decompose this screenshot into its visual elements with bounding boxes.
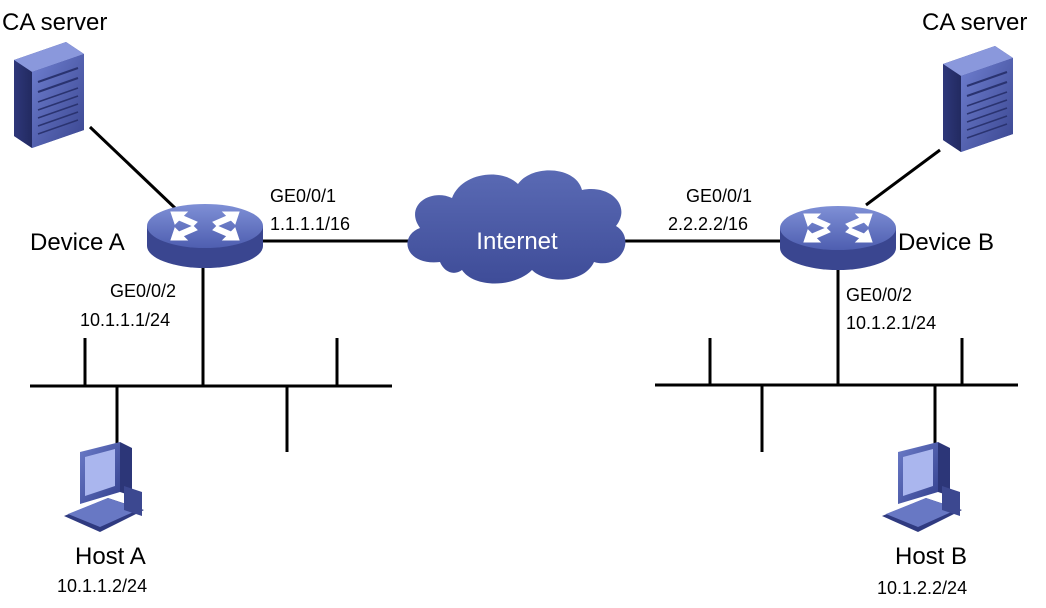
- host-a-ip: 10.1.1.2/24: [57, 576, 147, 596]
- cloud-icon: [407, 170, 626, 284]
- host-a: Host A 10.1.1.2/24: [57, 442, 147, 596]
- host-b: Host B 10.1.2.2/24: [877, 442, 967, 598]
- link-ca-server-right-to-device-b: [865, 148, 941, 207]
- host-a-label: Host A: [75, 543, 146, 570]
- device-b: Device B GE0/0/1 2.2.2.2/16 GE0/0/2 10.1…: [668, 186, 994, 333]
- desktop-computer-icon: [882, 442, 962, 532]
- host-b-label: Host B: [895, 543, 967, 570]
- lan-a-bus: [30, 258, 392, 452]
- device-a: Device A GE0/0/1 1.1.1.1/16 GE0/0/2 10.1…: [30, 186, 350, 330]
- device-b-ge1-ip: 2.2.2.2/16: [668, 214, 748, 234]
- device-b-ge2-ip: 10.1.2.1/24: [846, 313, 936, 333]
- ca-server-left: CA server: [2, 9, 107, 149]
- internet-label: Internet: [476, 228, 558, 255]
- device-b-ge2-port: GE0/0/2: [846, 285, 912, 305]
- device-a-ge1-port: GE0/0/1: [270, 186, 336, 206]
- ca-server-left-label: CA server: [2, 9, 107, 36]
- switch-router-icon: [779, 205, 897, 271]
- device-a-ge2-ip: 10.1.1.1/24: [80, 310, 170, 330]
- device-a-ge2-port: GE0/0/2: [110, 281, 176, 301]
- desktop-computer-icon: [64, 442, 144, 532]
- link-ca-server-left-to-device-a: [88, 125, 177, 210]
- internet-cloud: Internet: [407, 170, 626, 284]
- host-b-ip: 10.1.2.2/24: [877, 578, 967, 598]
- device-a-label: Device A: [30, 229, 125, 256]
- device-b-label: Device B: [898, 229, 994, 256]
- device-b-ge1-port: GE0/0/1: [686, 186, 752, 206]
- ca-server-right-label: CA server: [922, 9, 1027, 36]
- lan-b-bus: [655, 262, 1018, 452]
- device-a-ge1-ip: 1.1.1.1/16: [270, 214, 350, 234]
- switch-router-icon: [146, 203, 264, 269]
- server-tower-icon: [13, 41, 85, 149]
- ca-server-right: CA server: [922, 9, 1027, 153]
- server-tower-icon: [942, 45, 1014, 153]
